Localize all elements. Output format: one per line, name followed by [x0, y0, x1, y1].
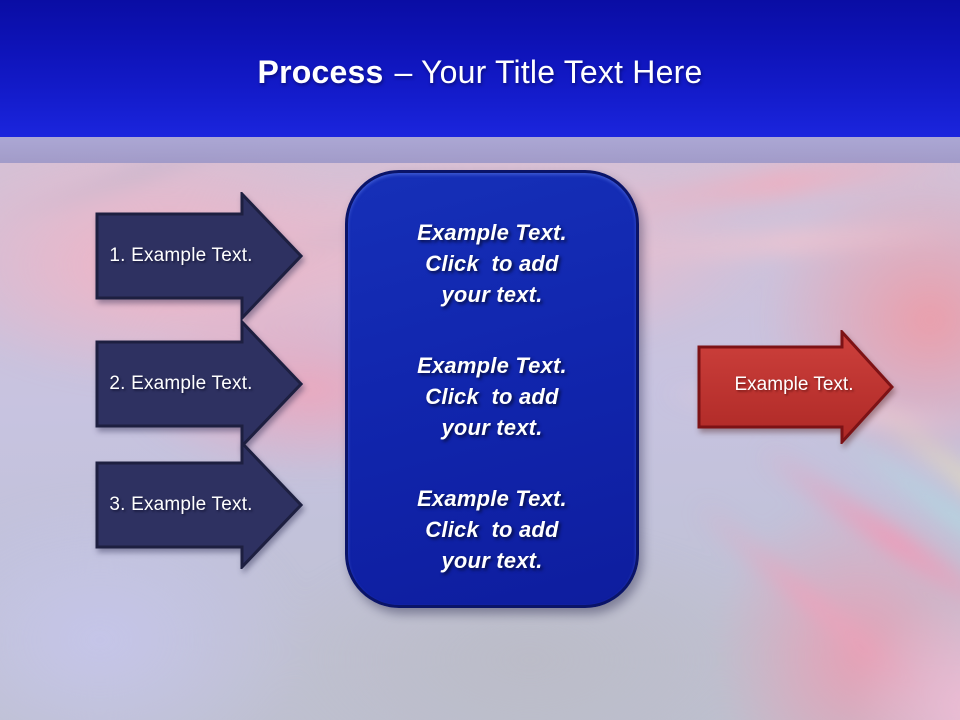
step-arrow-1[interactable]: 1. Example Text.	[95, 192, 303, 320]
placeholder-line: Example Text.	[417, 353, 567, 378]
slide-header: Process – Your Title Text Here	[0, 0, 960, 137]
placeholder-line: Example Text.	[417, 220, 567, 245]
step-label: 1. Example Text.	[109, 245, 253, 266]
placeholder-line: your text.	[441, 548, 543, 573]
placeholder-line: Example Text.	[417, 486, 567, 511]
right-arrow-shape-icon	[95, 441, 303, 569]
placeholder-paragraph: Example Text. Click to add your text.	[348, 483, 636, 576]
placeholder-line: Click to add	[425, 384, 559, 409]
slide-title: Process – Your Title Text Here	[258, 54, 703, 91]
slide-title-text: – Your Title Text Here	[394, 53, 703, 90]
result-arrow[interactable]: Example Text.	[697, 330, 894, 444]
placeholder-paragraph: Example Text. Click to add your text.	[348, 217, 636, 310]
result-label: Example Text.	[734, 374, 854, 395]
step-label: 3. Example Text.	[109, 494, 253, 515]
content-placeholder-box[interactable]: Example Text. Click to add your text. Ex…	[345, 170, 639, 608]
slide-title-keyword: Process	[257, 53, 384, 90]
right-arrow-shape-icon	[95, 192, 303, 320]
header-accent-band	[0, 137, 960, 163]
placeholder-line: your text.	[441, 282, 543, 307]
placeholder-line: your text.	[441, 415, 543, 440]
step-arrow-2[interactable]: 2. Example Text.	[95, 320, 303, 448]
right-arrow-shape-icon	[95, 320, 303, 448]
placeholder-paragraph: Example Text. Click to add your text.	[348, 350, 636, 443]
placeholder-line: Click to add	[425, 251, 559, 276]
placeholder-line: Click to add	[425, 517, 559, 542]
step-label: 2. Example Text.	[109, 373, 253, 394]
step-arrow-3[interactable]: 3. Example Text.	[95, 441, 303, 569]
right-arrow-shape-icon	[697, 330, 894, 444]
